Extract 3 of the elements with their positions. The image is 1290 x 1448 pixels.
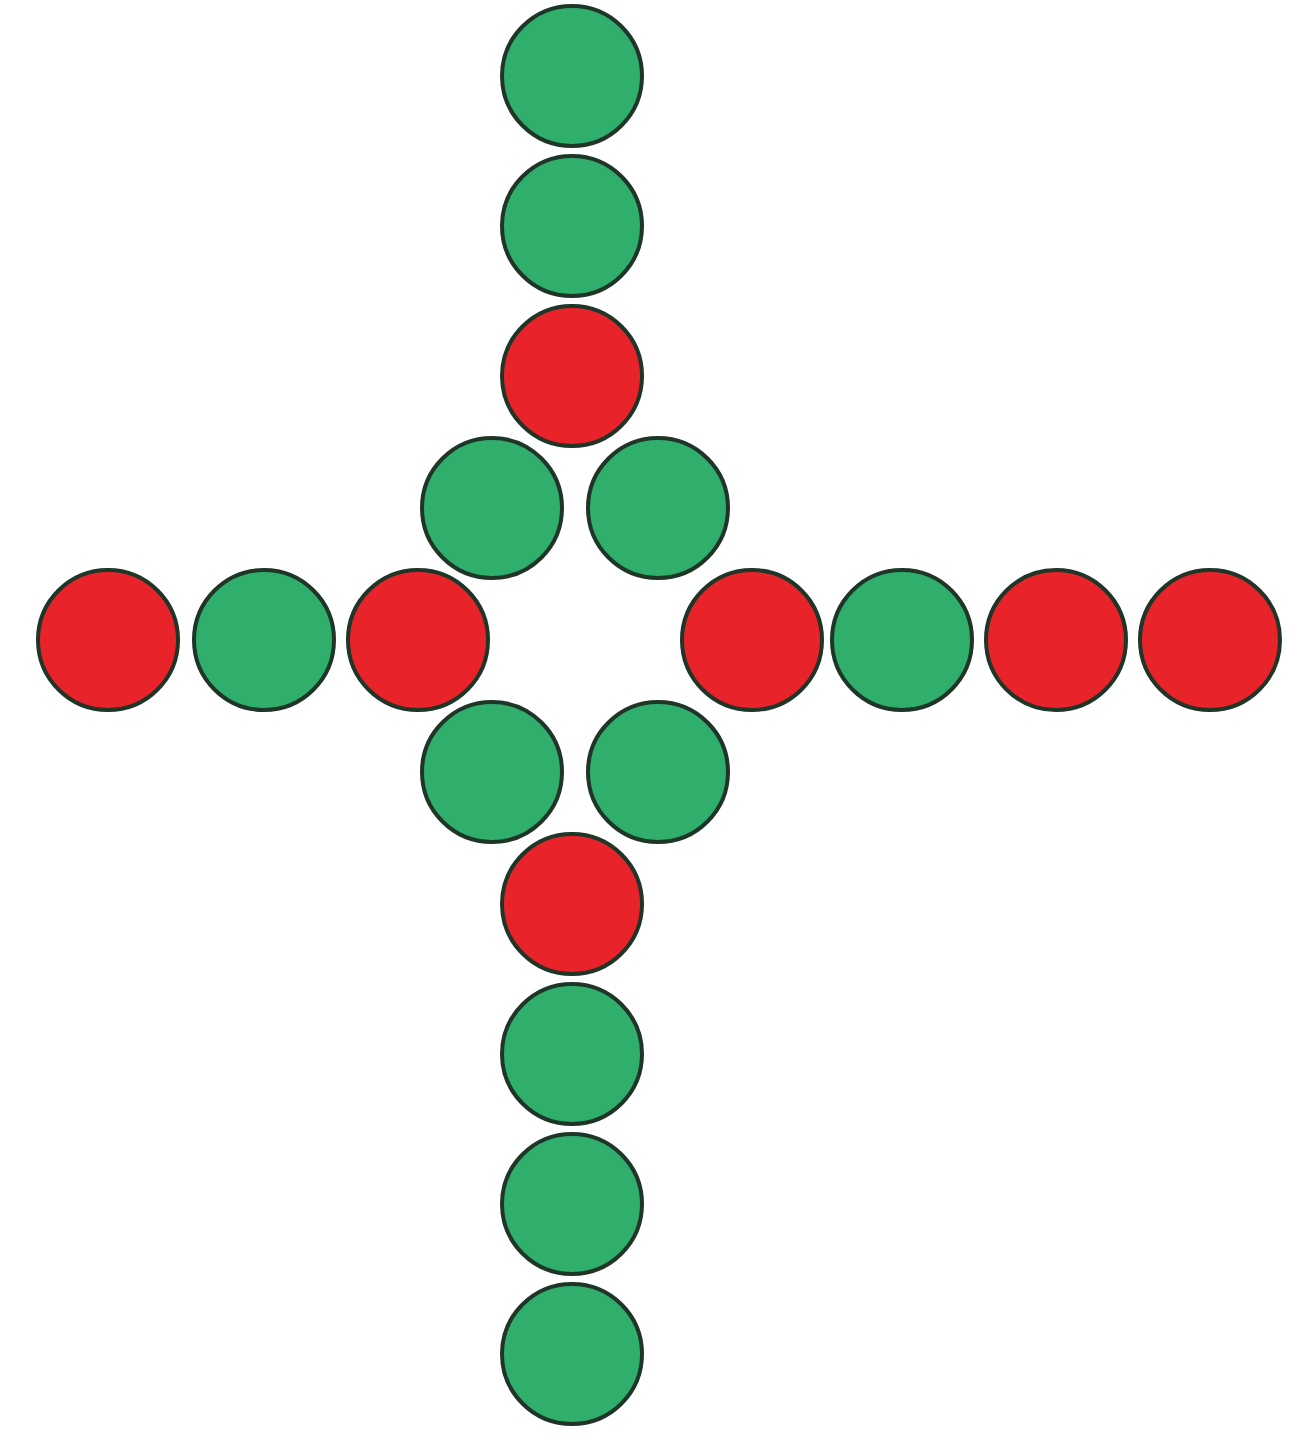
bead-circle [586, 436, 730, 580]
bead-circle [586, 700, 730, 844]
bead-circle [680, 568, 824, 712]
